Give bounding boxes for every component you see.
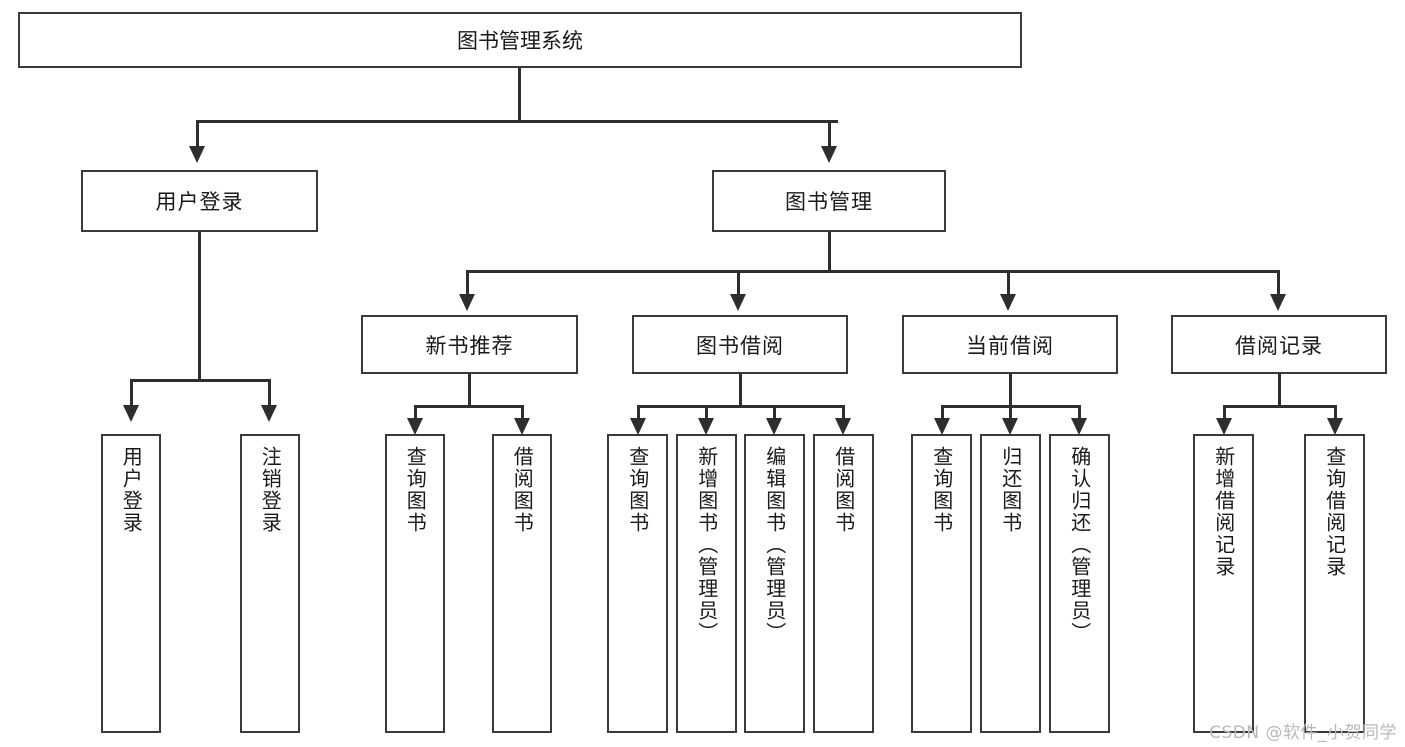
node-root-book-management-system[interactable]: 图书管理系统 (18, 12, 1022, 68)
node-label: 新书推荐 (425, 333, 514, 358)
leaf-book-borrow-1[interactable]: 新增图书（管理员） (676, 434, 737, 733)
leaf-book-borrow-3[interactable]: 借阅图书 (813, 434, 874, 733)
connector-drop-leaf-newbook-0 (414, 405, 417, 423)
arrowhead-leaf-newbook-0 (407, 418, 423, 435)
connector-drop-leaf-currentborrow-2 (1078, 405, 1081, 423)
connector-drop-level3-2 (1007, 270, 1010, 296)
connector-drop-book-management (828, 120, 831, 148)
connector-drop-leaf-currentborrow-1 (1009, 405, 1012, 423)
connector-bus-level1 (196, 120, 838, 123)
node-borrow-records[interactable]: 借阅记录 (1171, 315, 1387, 374)
connector-drop-leaf-borrowrecords-1 (1334, 405, 1337, 423)
arrowhead-leaf-currentborrow-2 (1071, 418, 1087, 435)
leaf-label: 查询图书 (929, 446, 954, 534)
node-book-borrow[interactable]: 图书借阅 (632, 315, 848, 374)
csdn-watermark: CSDN @软件_小贺同学 (1209, 723, 1397, 743)
connector-drop-leaf-user-login-1 (268, 379, 271, 407)
node-label: 图书借阅 (696, 333, 784, 358)
leaf-book-borrow-2[interactable]: 编辑图书（管理员） (744, 434, 805, 733)
arrowhead-leaf-bookborrow-2 (766, 418, 782, 435)
connector-bus-new-book-leaves (414, 405, 524, 408)
arrowhead-leaf-borrowrecords-0 (1216, 418, 1232, 435)
leaf-label: 注销登录 (258, 446, 283, 534)
arrowhead-level3-3 (1270, 294, 1286, 311)
leaf-current-borrow-2[interactable]: 确认归还（管理员） (1049, 434, 1110, 733)
connector-drop-leaf-borrowrecords-0 (1223, 405, 1226, 423)
leaf-new-book-recommend-1[interactable]: 借阅图书 (492, 434, 552, 733)
connector-drop-leaf-bookborrow-1 (705, 405, 708, 423)
arrowhead-leaf-currentborrow-1 (1002, 418, 1018, 435)
connector-drop-leaf-bookborrow-0 (637, 405, 640, 423)
arrowhead-leaf-borrowrecords-1 (1327, 418, 1343, 435)
connector-bus-borrow-records-leaves (1223, 405, 1337, 408)
arrowhead-level3-1 (730, 294, 746, 311)
arrowhead-leaf-user-login-1 (261, 405, 277, 422)
leaf-current-borrow-0[interactable]: 查询图书 (911, 434, 972, 733)
connector-bus-user-login-leaves (130, 379, 270, 382)
node-current-borrow[interactable]: 当前借阅 (902, 315, 1118, 374)
connector-drop-level3-0 (466, 270, 469, 296)
arrowhead-level3-0 (459, 294, 475, 311)
leaf-label: 归还图书 (998, 446, 1023, 534)
connector-drop-level3-3 (1277, 270, 1280, 296)
leaf-label: 新增图书（管理员） (694, 446, 719, 644)
arrowhead-leaf-user-login-0 (123, 405, 139, 422)
leaf-label: 查询图书 (403, 446, 428, 534)
leaf-label: 借阅图书 (831, 446, 856, 534)
node-label: 图书管理 (785, 190, 873, 214)
connector-bus-book-borrow-leaves (637, 405, 845, 408)
connector-drop-leaf-bookborrow-2 (773, 405, 776, 423)
connector-drop-leaf-user-login-0 (130, 379, 133, 407)
leaf-label: 确认归还（管理员） (1067, 446, 1092, 644)
leaf-label: 查询图书 (625, 446, 650, 534)
leaf-current-borrow-1[interactable]: 归还图书 (980, 434, 1041, 733)
node-book-management[interactable]: 图书管理 (712, 170, 946, 232)
connector-borrow-records-stem (1278, 374, 1281, 407)
leaf-borrow-records-1[interactable]: 查询借阅记录 (1304, 434, 1365, 733)
leaf-label: 用户登录 (119, 446, 144, 534)
arrowhead-level3-2 (1000, 294, 1016, 311)
leaf-borrow-records-0[interactable]: 新增借阅记录 (1193, 434, 1254, 733)
connector-new-book-stem (468, 374, 471, 407)
arrowhead-book-management (821, 146, 837, 163)
leaf-book-borrow-0[interactable]: 查询图书 (607, 434, 668, 733)
arrowhead-user-login (189, 146, 205, 163)
arrowhead-leaf-bookborrow-1 (698, 418, 714, 435)
leaf-label: 查询借阅记录 (1322, 446, 1347, 578)
connector-drop-leaf-bookborrow-3 (842, 405, 845, 423)
connector-bus-level3 (466, 270, 1280, 273)
leaf-label: 借阅图书 (510, 446, 535, 534)
connector-drop-level3-1 (737, 270, 740, 296)
connector-book-borrow-stem (739, 374, 742, 407)
node-label: 用户登录 (155, 190, 244, 214)
connector-user-login-stem (198, 232, 201, 382)
node-new-book-recommend[interactable]: 新书推荐 (361, 315, 578, 374)
arrowhead-leaf-bookborrow-3 (835, 418, 851, 435)
connector-drop-leaf-currentborrow-0 (941, 405, 944, 423)
leaf-label: 新增借阅记录 (1211, 446, 1236, 578)
leaf-user-login-1[interactable]: 注销登录 (240, 434, 300, 733)
node-label: 当前借阅 (966, 333, 1054, 358)
leaf-new-book-recommend-0[interactable]: 查询图书 (385, 434, 445, 733)
leaf-label: 编辑图书（管理员） (762, 446, 787, 644)
connector-book-management-stem (828, 232, 831, 272)
connector-current-borrow-stem (1009, 374, 1012, 407)
arrowhead-leaf-currentborrow-0 (934, 418, 950, 435)
arrowhead-leaf-newbook-1 (514, 418, 530, 435)
connector-drop-leaf-newbook-1 (521, 405, 524, 423)
leaf-user-login-0[interactable]: 用户登录 (101, 434, 161, 733)
arrowhead-leaf-bookborrow-0 (630, 418, 646, 435)
connector-drop-user-login (196, 120, 199, 148)
node-label: 图书管理系统 (457, 29, 583, 53)
node-label: 借阅记录 (1235, 333, 1323, 358)
connector-root-stem (518, 68, 521, 120)
node-user-login[interactable]: 用户登录 (81, 170, 318, 232)
